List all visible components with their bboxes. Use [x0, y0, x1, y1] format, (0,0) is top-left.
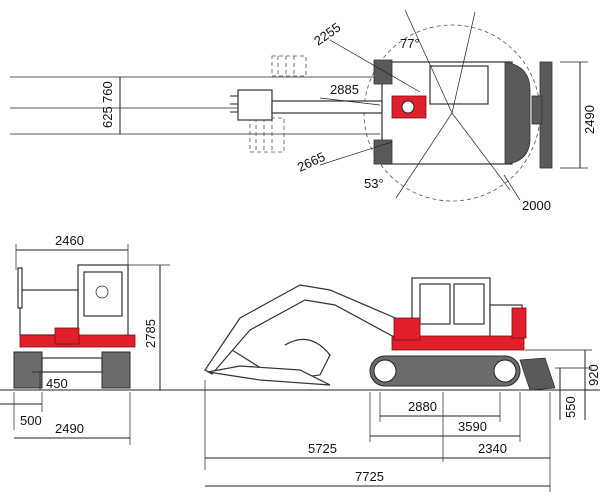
boom-bracket-side: [393, 317, 421, 341]
undercarriage-front: [41, 357, 103, 373]
dim-550: 550: [563, 396, 578, 418]
dim-2885: 2885: [330, 82, 359, 97]
radial-line-2000: [451, 112, 511, 191]
blade-mount: [531, 95, 543, 125]
dim-920: 920: [586, 364, 600, 386]
dim-2340: 2340: [478, 441, 507, 456]
top-view: 625 760: [10, 9, 597, 213]
radial-line-53: [395, 112, 453, 199]
leader-2665: [319, 141, 393, 166]
counterweight-side: [511, 307, 527, 339]
dim-500: 500: [20, 413, 42, 428]
dim-625: 625: [100, 106, 115, 128]
swing-center-front: [54, 327, 80, 345]
angle-53: 53°: [364, 176, 384, 191]
arm-lower-side: [207, 365, 331, 386]
radial-line-top: [451, 11, 476, 114]
idler-wheel: [373, 359, 397, 383]
track-right-front: [101, 351, 131, 389]
operator-seat-icon: [95, 285, 109, 299]
dim-450: 450: [46, 376, 68, 391]
angle-77: 77°: [400, 36, 420, 51]
dim-2880: 2880: [408, 399, 437, 414]
engine-cover-front: [19, 289, 79, 336]
cab-window-side-front: [419, 283, 451, 325]
boom-top: [271, 100, 383, 114]
sprocket-wheel: [493, 359, 517, 383]
dim-2490-front: 2490: [55, 421, 84, 436]
counterweight-rear: [504, 61, 531, 165]
mirror-post: [17, 267, 23, 309]
leader-2255: [329, 39, 421, 93]
dim-2490-top: 2490: [582, 105, 597, 134]
dim-3590: 3590: [458, 419, 487, 434]
bucket-side: [284, 338, 331, 356]
front-view: 2460 2785 450 500 2490: [0, 233, 170, 445]
bucket-ghost-lower: [249, 117, 285, 153]
dim-5725: 5725: [308, 441, 337, 456]
counterweight-left-top: [373, 59, 393, 85]
dim-2785: 2785: [143, 319, 158, 348]
counterweight-left-bottom: [373, 139, 393, 165]
cab-top: [429, 65, 489, 105]
track-side: [369, 355, 521, 387]
side-view: 920 550 2880 3590 5725 2340 7725: [204, 277, 600, 492]
pivot-pin: [401, 100, 415, 114]
dim-7725: 7725: [355, 469, 384, 484]
dim-2255: 2255: [311, 20, 343, 49]
leader-2885: [319, 97, 381, 106]
bucket-ghost-upper: [271, 55, 307, 77]
cab-window-side-rear: [453, 283, 485, 325]
radial-line-77: [404, 9, 453, 114]
upper-frame-side: [391, 335, 525, 351]
blade-side: [519, 357, 556, 391]
dim-2665: 2665: [295, 149, 328, 175]
dim-2000: 2000: [522, 198, 551, 213]
bucket-top: [230, 89, 273, 121]
dim-760: 760: [100, 81, 115, 103]
track-left-front: [13, 351, 43, 389]
boom-side: [204, 284, 401, 375]
leader-2000: [503, 174, 521, 201]
cab-window-front: [83, 271, 123, 317]
dim-2460: 2460: [55, 233, 84, 248]
